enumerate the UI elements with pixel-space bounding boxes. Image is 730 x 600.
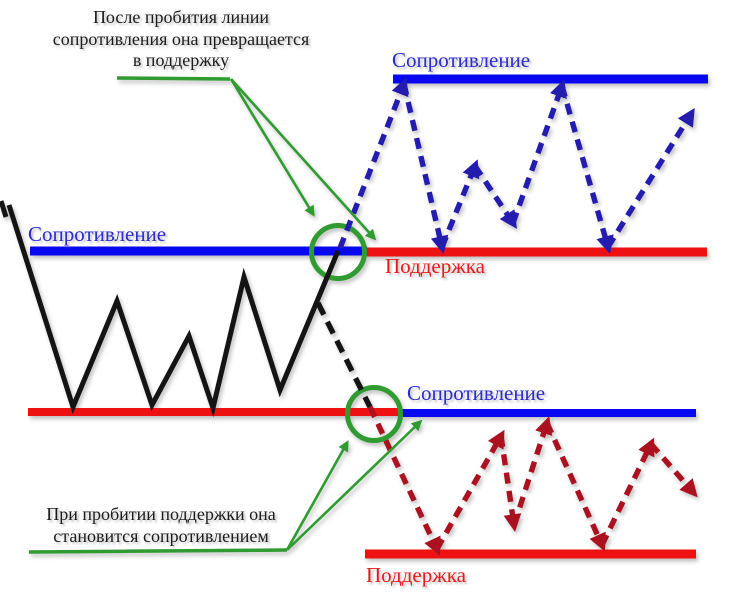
annotation-line: в поддержку (132, 50, 230, 70)
annotation-line: сопротивления она превращается (52, 28, 310, 49)
support-label-mid: Поддержка (385, 254, 485, 278)
downtrend-zigzag-dashed-red (367, 405, 698, 556)
price-start-tick (0, 200, 9, 218)
breakdown-dashed-black (315, 301, 373, 409)
resistance-label-top-right: Сопротивление (392, 48, 531, 72)
resistance-label-bottom-mid: Сопротивление (407, 381, 546, 405)
annotation-line: При пробитии поддержки она (46, 504, 276, 524)
breakout-circle-support (345, 385, 403, 443)
annotation-line: становится сопротивлением (53, 526, 269, 546)
annotation-underline-bottom (28, 548, 288, 554)
annotation-arrow-to-resistance-line (286, 419, 423, 551)
annotation-arrow-to-circle-bottom (285, 440, 349, 551)
annotation-leaders-bottom (28, 419, 423, 554)
annotation-arrow-to-circle-top (229, 78, 315, 217)
breakout-circle-resistance (309, 223, 367, 281)
uptrend-zigzag-dashed-blue (337, 77, 695, 254)
annotation-underline-top (116, 76, 231, 81)
annotation-leaders-top (116, 76, 377, 241)
annotation-arrow-to-support-line (230, 78, 377, 241)
annotation-support-breakdown: При пробитии поддержки она становится со… (18, 503, 304, 547)
price-zigzag-solid (6, 204, 341, 418)
resistance-label-left: Сопротивление (28, 222, 167, 246)
annotation-line: После пробития линии (92, 7, 270, 27)
support-label-bottom: Поддержка (366, 563, 466, 587)
annotation-resistance-breakout: После пробития линии сопротивления она п… (22, 7, 340, 72)
